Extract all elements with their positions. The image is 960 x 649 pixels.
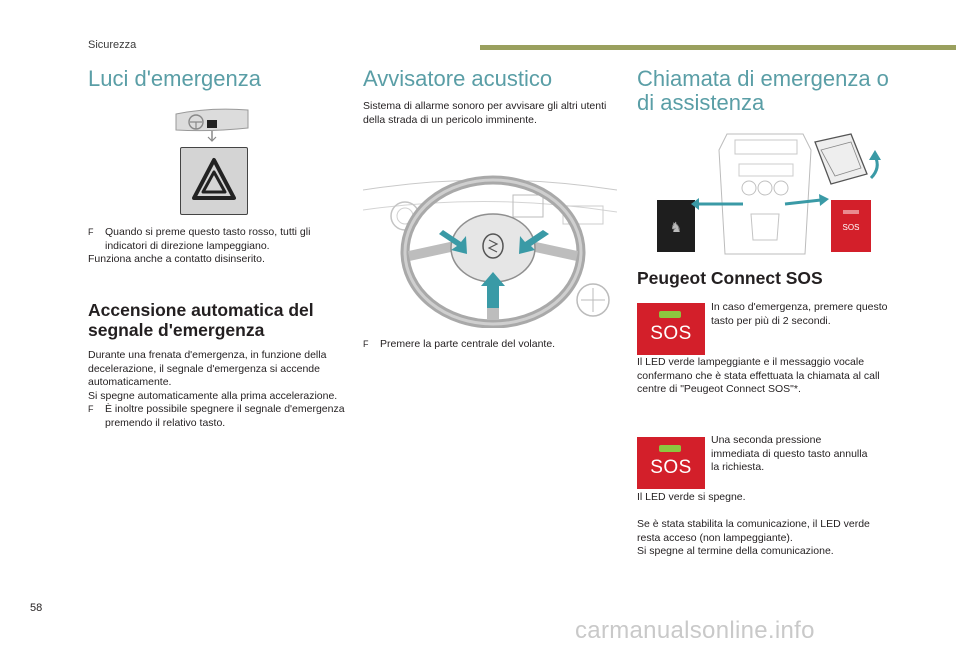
console-sos-label: SOS — [843, 223, 860, 232]
green-led — [659, 311, 681, 318]
para-led-confirm: Il LED verde lampeggiante e il messaggio… — [637, 356, 880, 395]
sos-button-illustration-1: SOS — [637, 303, 705, 355]
title-chiamata: Chiamata di emergenza o di assistenza — [637, 66, 889, 115]
subtitle-peugeot-connect-sos: Peugeot Connect SOS — [637, 268, 823, 288]
bullet-mark: F — [88, 404, 94, 414]
bullet-press-center: F Premere la parte centrale del volante. — [363, 338, 556, 350]
bullet-mark: F — [88, 227, 94, 237]
sos-label: SOS — [650, 457, 692, 478]
section-label: Sicurezza — [88, 39, 137, 51]
text-press-2s: In caso d'emergenza, premere questo tast… — [711, 301, 888, 327]
hazard-button-illustration — [180, 147, 248, 215]
header-bar — [480, 45, 956, 50]
title-avvisatore: Avvisatore acustico — [363, 66, 553, 91]
sos-label: SOS — [650, 323, 692, 344]
col1-text-block-2: Durante una frenata d'emergenza, in funz… — [88, 349, 346, 430]
para-contact: Funziona anche a contatto disinserito. — [88, 253, 265, 265]
para-led-off: Il LED verde si spegne. — [637, 491, 746, 503]
steering-wheel-illustration — [363, 160, 617, 328]
press-arrows — [439, 230, 549, 308]
para-end-communication: Si spegne al termine della comunicazione… — [637, 545, 834, 557]
col1-text-block: F Quando si preme questo tasto rosso, tu… — [88, 226, 343, 267]
bullet-manual-off: F È inoltre possibile spegnere il segnal… — [88, 403, 345, 429]
center-console-illustration: ♞ SOS — [657, 133, 881, 255]
para-horn-desc: Sistema di allarme sonoro per avvisare g… — [363, 100, 607, 126]
text-second-press: Una seconda pressione immediata di quest… — [711, 434, 868, 473]
hazard-triangle-icon — [192, 158, 236, 200]
green-led — [659, 445, 681, 452]
subtitle-accensione: Accensione automatica del segnale d'emer… — [88, 300, 314, 340]
para-auto-off: Si spegne automaticamente alla prima acc… — [88, 389, 338, 402]
rear-mirror-illustration — [175, 108, 249, 142]
para-communication: Se è stata stabilita la comunicazione, i… — [637, 518, 870, 544]
title-luci-emergenza: Luci d'emergenza — [88, 66, 261, 91]
svg-text:♞: ♞ — [670, 219, 683, 235]
bullet-hazard-press: F Quando si preme questo tasto rosso, tu… — [88, 226, 311, 252]
col3-text-block-end: Se è stata stabilita la comunicazione, i… — [637, 518, 887, 559]
watermark: carmanualsonline.info — [575, 617, 815, 644]
sos-button-illustration-2: SOS — [637, 437, 705, 489]
page-number: 58 — [30, 602, 43, 614]
bullet-mark: F — [363, 339, 369, 349]
para-decel: Durante una frenata d'emergenza, in funz… — [88, 349, 327, 388]
